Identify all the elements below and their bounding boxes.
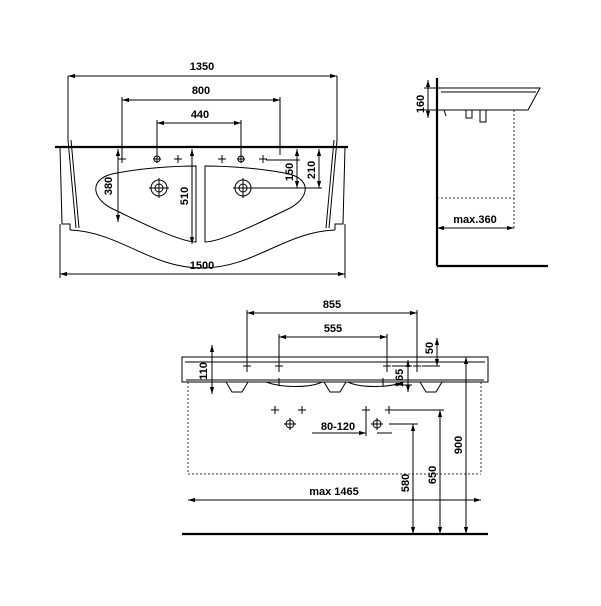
dim-max360: max.360 [437,214,514,231]
dim-165: 165 [392,360,412,392]
dim-max360-label: max.360 [453,214,496,226]
dim-800: 800 [121,85,281,155]
dim-580-label: 580 [400,474,412,492]
dim-150: 150 [250,149,300,189]
dim-580: 580 [389,423,418,534]
dim-1350: 1350 [67,61,338,140]
side-view: 160 max.360 [415,78,548,268]
dim-160-label: 160 [415,95,427,113]
dim-110: 110 [198,345,218,394]
dim-555: 555 [278,323,388,364]
dim-max1465-label: max 1465 [309,486,359,498]
dim-650-label: 650 [427,466,439,484]
dim-max1465: max 1465 [188,486,481,503]
dim-1350-label: 1350 [190,61,214,73]
top-view: 1350 800 440 380 510 [55,61,348,278]
dim-510: 510 [179,149,195,244]
front-view: 855 555 110 50 165 [181,299,489,536]
outlet-positions [271,406,393,430]
dim-380-label: 380 [103,177,115,195]
dim-150-label: 150 [284,163,296,181]
dim-510-label: 510 [179,187,191,205]
dim-210: 210 [296,149,322,189]
dim-555-label: 555 [324,323,342,335]
dim-1500: 1500 [59,224,346,278]
dim-210-label: 210 [306,161,318,179]
dim-800-label: 800 [192,85,210,97]
basin-outline-top [55,139,348,269]
dim-440-label: 440 [191,109,209,121]
dim-50-label: 50 [424,342,436,354]
dim-160: 160 [415,80,437,118]
dim-165-label: 165 [394,369,406,387]
dim-110-label: 110 [198,362,210,380]
tap-holes-top [118,155,267,163]
dim-855-label: 855 [323,299,341,311]
dim-855: 855 [246,299,418,364]
dim-1500-label: 1500 [190,260,214,272]
dim-900: 900 [453,357,469,534]
dim-380: 380 [103,149,121,222]
drain-left-icon [149,178,169,198]
dim-80-120-label: 80-120 [321,421,355,433]
dim-50: 50 [422,338,440,367]
basin-outline-front [181,356,489,393]
dim-900-label: 900 [453,436,465,454]
dim-80-120: 80-120 [312,414,392,436]
dim-650: 650 [393,409,444,534]
dim-440: 440 [156,109,242,155]
